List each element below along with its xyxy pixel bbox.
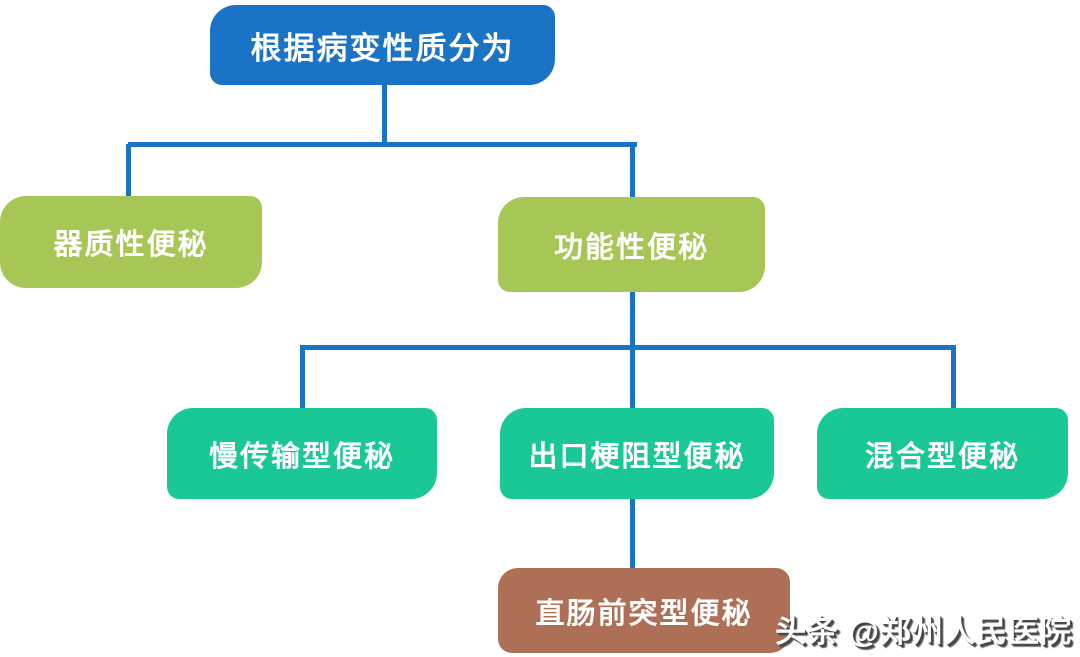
connector-to-organic (126, 144, 131, 199)
connector-level2-horizontal (300, 345, 956, 350)
node-rectocele-label: 直肠前突型便秘 (535, 597, 753, 630)
connector-functional-down (630, 290, 635, 410)
connector-level1-horizontal (128, 142, 637, 147)
connector-to-slow-transit (300, 347, 305, 410)
connector-root-down (382, 84, 387, 146)
node-organic-label: 器质性便秘 (53, 229, 209, 261)
connector-to-functional (630, 144, 635, 200)
node-root-classification: 根据病变性质分为 (210, 5, 555, 85)
node-root-label: 根据病变性质分为 (250, 30, 515, 66)
node-outlet-obstruction-label: 出口梗阻型便秘 (528, 440, 746, 473)
node-slow-transit-label: 慢传输型便秘 (208, 440, 395, 473)
node-functional-constipation: 功能性便秘 (498, 197, 765, 292)
node-organic-constipation: 器质性便秘 (0, 196, 262, 288)
node-outlet-obstruction-constipation: 出口梗阻型便秘 (500, 408, 774, 499)
node-mixed-label: 混合型便秘 (864, 440, 1020, 473)
connector-to-rectocele (630, 497, 635, 571)
node-functional-label: 功能性便秘 (553, 231, 709, 264)
node-mixed-constipation: 混合型便秘 (817, 408, 1068, 499)
node-rectocele-constipation: 直肠前突型便秘 (498, 568, 790, 653)
watermark-toutiao-hospital: 头条 @郑州人民医院 (775, 614, 1072, 649)
node-slow-transit-constipation: 慢传输型便秘 (167, 408, 437, 499)
connector-to-mixed (951, 347, 956, 410)
